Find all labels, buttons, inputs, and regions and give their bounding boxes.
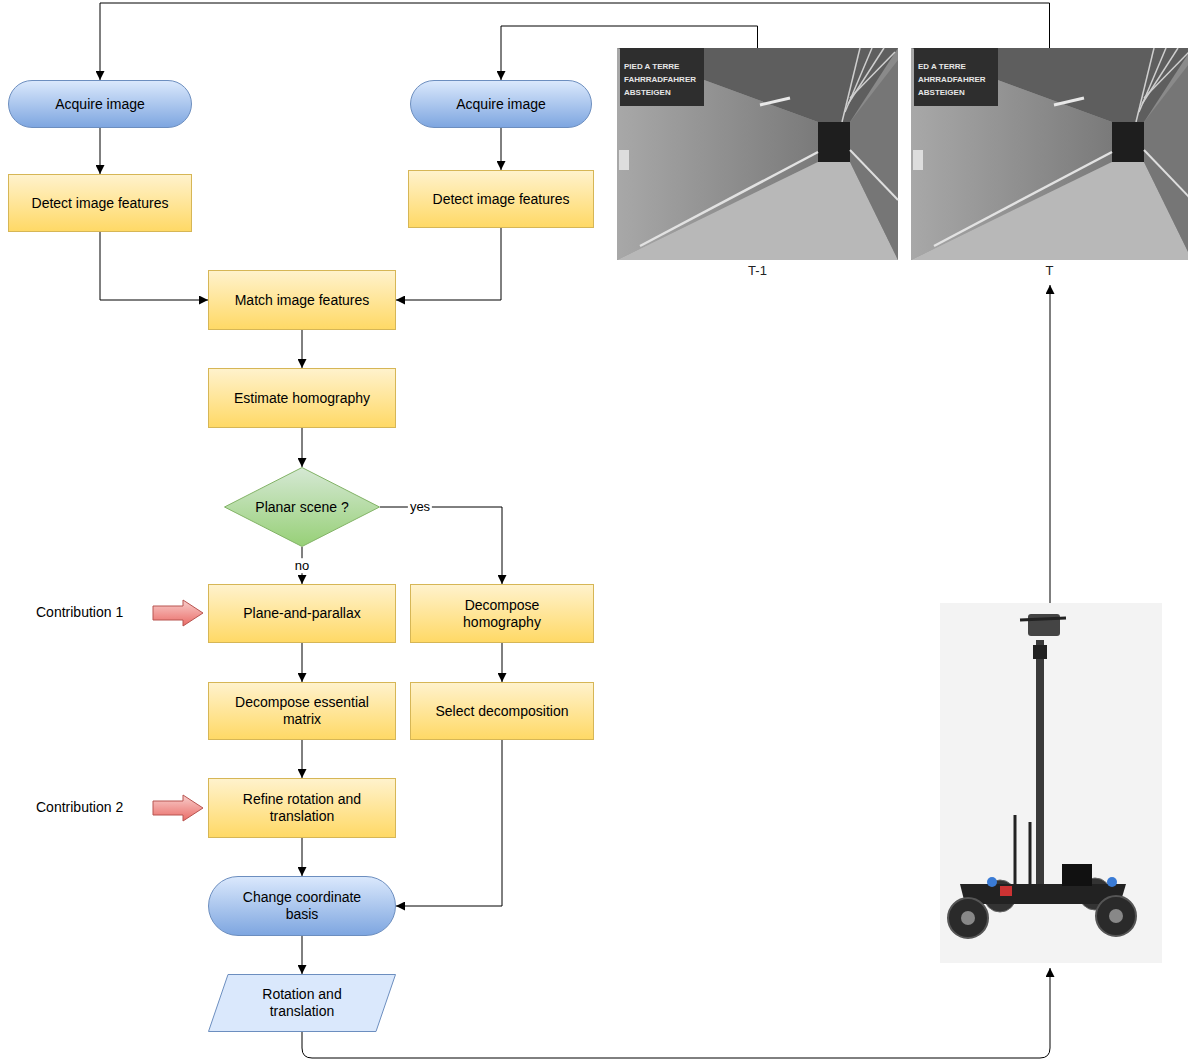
wheel [948,898,988,938]
corridor-end [818,122,850,162]
process-box: Plane-and-parallax [208,584,396,643]
terminal-pill: Acquire image [410,80,592,128]
right-wall [850,60,898,260]
hub [961,911,975,925]
node-text: Select decomposition [435,703,568,720]
flow-connector [302,936,303,974]
flow-connector [302,740,303,778]
flow-connector [100,3,1050,80]
electronics [1000,886,1012,896]
process-box: Estimate homography [208,368,396,428]
output-parallelogram: Rotation and translation [208,974,396,1032]
edge-label: yes [408,499,432,515]
antenna [1029,822,1032,886]
contribution-label: Contribution 2 [36,799,123,816]
flow-connector [302,428,303,467]
mast [1036,640,1044,888]
corridor-photo [911,48,1188,260]
flow-connector [396,228,501,300]
antenna [1014,815,1017,886]
contribution-label: Contribution 1 [36,604,123,621]
flow-connector [100,232,208,300]
flow-connector [302,330,303,368]
flow-connector [501,128,502,170]
contribution-arrow [153,600,203,626]
node-text: Plane-and-parallax [243,605,361,622]
photo-ground [940,603,1162,963]
node-text: T-1 [748,263,767,279]
sign-text: AHRRADFAHRER [918,75,986,85]
chassis [960,884,1126,904]
contribution-arrow [153,795,203,821]
handrail [640,152,818,246]
wall-lamp [760,98,790,105]
flow-connector [302,643,303,682]
floor [617,162,898,260]
process-box: Decompose homography [410,584,594,643]
node-text: Decompose essential matrix [217,694,387,728]
node-text: Acquire image [55,96,145,113]
handrail [850,150,898,200]
flow-connector [380,507,502,584]
sign-text: PIED A TERRE [624,62,679,72]
decision-shape [225,468,380,547]
camera-bar [1020,618,1066,620]
node-text: Detect image features [32,195,169,212]
battery-box [1062,864,1092,886]
sign-text: FAHRRADFAHRER [624,75,696,85]
suspension [987,877,997,887]
flow-connector [302,838,303,876]
process-box: Detect image features [408,170,594,228]
process-box: Refine rotation and translation [208,778,396,838]
node-text: Match image features [235,292,370,309]
corridor-photo-copy [911,48,1188,260]
node-text: Detect image features [433,191,570,208]
decision-diamond: Planar scene ? [224,467,380,547]
sign-text: ABSTEIGEN [624,88,671,98]
process-box: Decompose essential matrix [208,682,396,740]
node-text: Acquire image [456,96,546,113]
edge-label: no [293,558,311,574]
sign-board [620,48,704,106]
node-text: Change coordinate basis [227,889,377,923]
hub [1109,909,1123,923]
node-text: Refine rotation and translation [217,791,387,825]
process-box: Detect image features [8,174,192,232]
sign-text: ABSTEIGEN [918,88,965,98]
terminal-pill: Acquire image [8,80,192,128]
wheel [1096,896,1136,936]
process-box: Match image features [208,270,396,330]
terminal-pill: Change coordinate basis [208,876,396,936]
flow-connector [100,128,101,174]
robot-photo [940,603,1162,963]
corridor-photo [617,48,898,260]
node-text: Estimate homography [234,390,370,407]
flow-connector [502,643,503,682]
flow-connector [396,740,502,906]
output-shape [209,975,396,1032]
output-line [302,968,1050,1058]
wall-box [619,150,629,170]
node-text: Planar scene ? [255,499,348,516]
capture-line [1050,285,1051,603]
process-box: Select decomposition [410,682,594,740]
node-text: Rotation and translation [238,986,366,1020]
suspension [1107,877,1117,887]
node-text: Decompose homography [441,597,563,631]
mast-joint [1033,645,1047,659]
flow-connector [501,26,758,80]
node-text: T [1046,263,1054,279]
photo-ground [617,48,898,260]
sign-text: ED A TERRE [918,62,966,72]
